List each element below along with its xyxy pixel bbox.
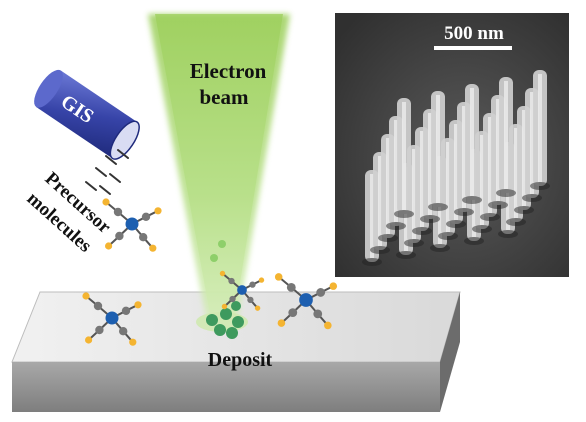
- gis-nozzle-icon: GIS: [34, 69, 140, 160]
- scale-bar-label: 500 nm: [444, 23, 504, 44]
- substrate-front: [12, 362, 440, 412]
- scale-bar: 500 nm: [434, 23, 512, 50]
- deposit-label: Deposit: [208, 349, 273, 371]
- scale-bar-line: [434, 46, 512, 50]
- electron-beam-label-line2: beam: [200, 85, 250, 109]
- deposit-cluster: [206, 240, 244, 339]
- sem-micrograph-image: 500 nm: [333, 11, 571, 279]
- electron-beam-label-line1: Electron: [190, 59, 267, 83]
- precursor-molecule-icon: [219, 270, 265, 311]
- precursor-molecule-icon: [82, 292, 142, 346]
- precursor-molecule-icon: [274, 273, 338, 330]
- substrate-side: [440, 292, 460, 412]
- precursor-molecule-icon: [102, 198, 162, 252]
- gas-flow-dashes: [85, 149, 129, 195]
